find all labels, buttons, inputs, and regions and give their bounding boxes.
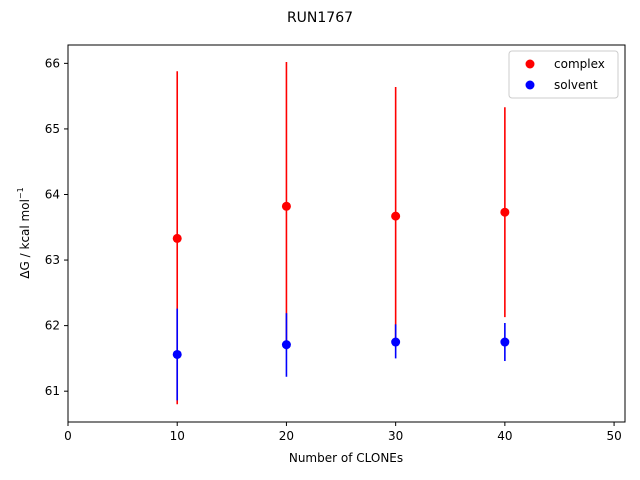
complex-point	[172, 233, 182, 243]
solvent-point	[281, 340, 291, 350]
legend-marker-solvent	[525, 80, 535, 90]
x-tick-label: 50	[606, 429, 621, 443]
y-tick-label: 66	[45, 56, 60, 70]
complex-point	[500, 207, 510, 217]
solvent-point	[172, 349, 182, 359]
y-tick-label: 64	[45, 187, 60, 201]
solvent-point	[500, 337, 510, 347]
y-tick-label: 61	[45, 384, 60, 398]
y-axis-label-main: ΔG / kcal mol	[18, 199, 32, 279]
y-axis: 61 62 63 64 65 66	[45, 56, 68, 398]
chart-title: RUN1767	[287, 10, 353, 26]
x-tick-label: 40	[497, 429, 512, 443]
y-tick-label: 62	[45, 319, 60, 333]
x-tick-label: 0	[64, 429, 72, 443]
y-axis-label: ΔG / kcal mol−1	[16, 187, 32, 278]
plot-area	[172, 62, 510, 405]
legend: complex solvent	[508, 50, 619, 99]
legend-label-solvent: solvent	[554, 78, 598, 92]
complex-point	[281, 201, 291, 211]
x-tick-label: 20	[279, 429, 294, 443]
axes-frame	[67, 44, 626, 423]
y-tick-label: 63	[45, 253, 60, 267]
complex-point	[391, 211, 401, 221]
x-tick-label: 30	[388, 429, 403, 443]
solvent-point	[391, 337, 401, 347]
x-axis-label: Number of CLONEs	[289, 451, 403, 465]
x-axis: 0 10 20 30 40 50	[64, 422, 622, 443]
legend-marker-complex	[525, 59, 535, 69]
legend-label-complex: complex	[554, 57, 605, 71]
legend-box	[508, 50, 619, 99]
y-tick-label: 65	[45, 122, 60, 136]
x-tick-label: 10	[170, 429, 185, 443]
y-axis-label-superscript: −1	[16, 187, 25, 199]
